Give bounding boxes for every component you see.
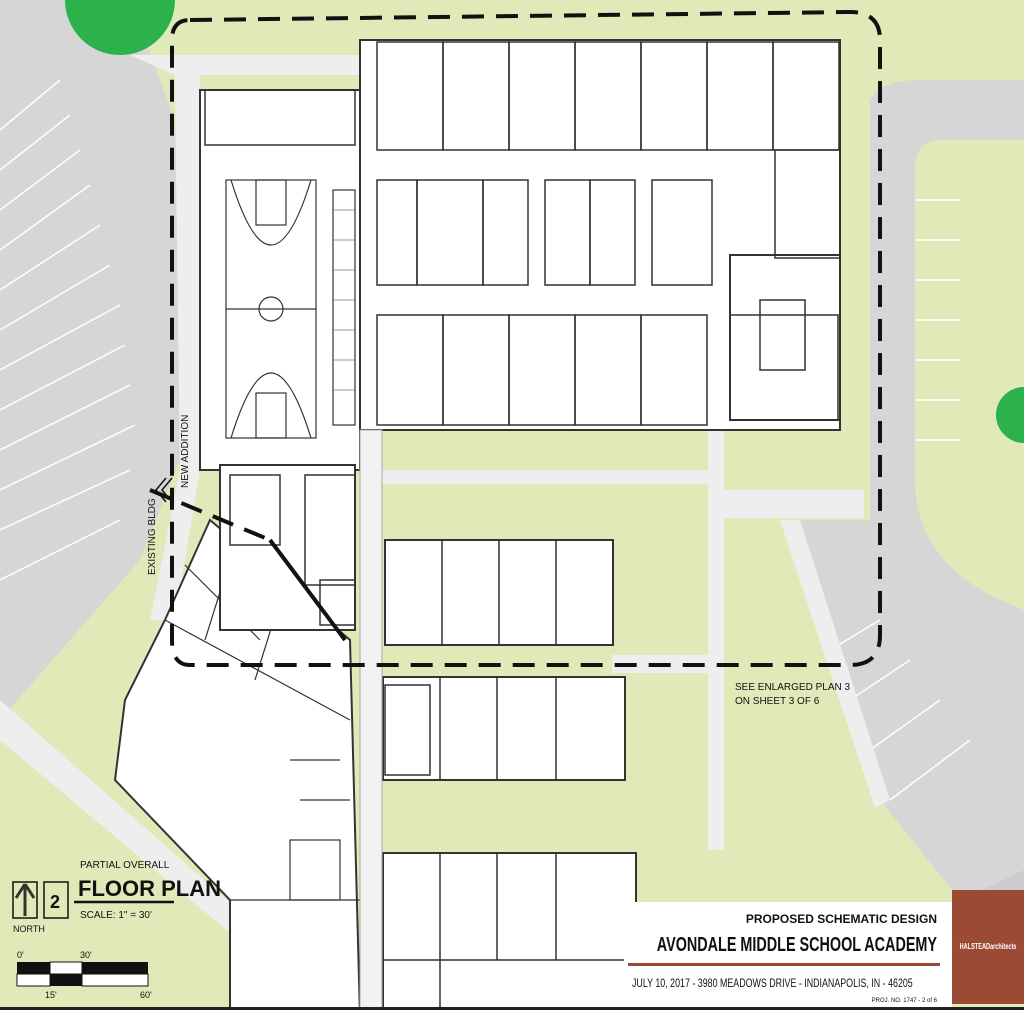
tree <box>996 387 1024 443</box>
plan-title-text: FLOOR PLAN <box>78 876 221 901</box>
plan-scale: SCALE: 1" = 30' <box>80 910 152 921</box>
classroom-wings <box>382 539 637 1017</box>
project-number: PROJ. NO. 1747 - 2 of 6 <box>872 998 938 1004</box>
scale-tick: 60' <box>140 990 152 1000</box>
new-addition-label: NEW ADDITION <box>180 415 191 488</box>
scale-tick: 15' <box>45 990 57 1000</box>
enlarged-plan-note-2: ON SHEET 3 OF 6 <box>735 696 820 707</box>
plan-number-box <box>43 881 69 919</box>
tree <box>65 0 175 55</box>
parking-stripes-west <box>0 79 136 581</box>
existing-building-label: EXISTING BLDG <box>147 498 158 575</box>
scale-bar <box>16 961 149 987</box>
rooms <box>204 41 841 626</box>
project-name: AVONDALE MIDDLE SCHOOL ACADEMY <box>657 933 938 956</box>
sheet-title-block: PROPOSED SCHEMATIC DESIGN AVONDALE MIDDL… <box>0 890 1024 1017</box>
corridor <box>359 429 383 1017</box>
plan-title: PARTIAL OVERALL FLOOR PLAN SCALE: 1" = 3… <box>12 860 221 1000</box>
gymnasium <box>225 179 356 439</box>
north-arrow-icon <box>12 881 38 919</box>
firm-name: HALSTEADarchitects <box>960 943 1017 951</box>
title-heading: PROPOSED SCHEMATIC DESIGN <box>746 912 937 926</box>
plan-number: 2 <box>50 892 60 912</box>
scale-tick: 30' <box>80 950 92 960</box>
addition-boundary <box>170 9 882 667</box>
project-details: JULY 10, 2017 - 3980 MEADOWS DRIVE - IND… <box>632 977 913 991</box>
scale-tick: 0' <box>17 950 24 960</box>
north-label: NORTH <box>13 924 45 934</box>
parking-stripes-east <box>829 199 971 801</box>
plan-subtitle: PARTIAL OVERALL <box>80 860 170 871</box>
enlarged-plan-note: SEE ENLARGED PLAN 3 <box>735 682 850 693</box>
parking-lot-east <box>780 80 1024 900</box>
parking-lot-west <box>0 0 180 720</box>
boundary-marker-icon <box>155 477 173 503</box>
firm-logo <box>952 890 1024 1004</box>
walkway <box>130 55 380 620</box>
